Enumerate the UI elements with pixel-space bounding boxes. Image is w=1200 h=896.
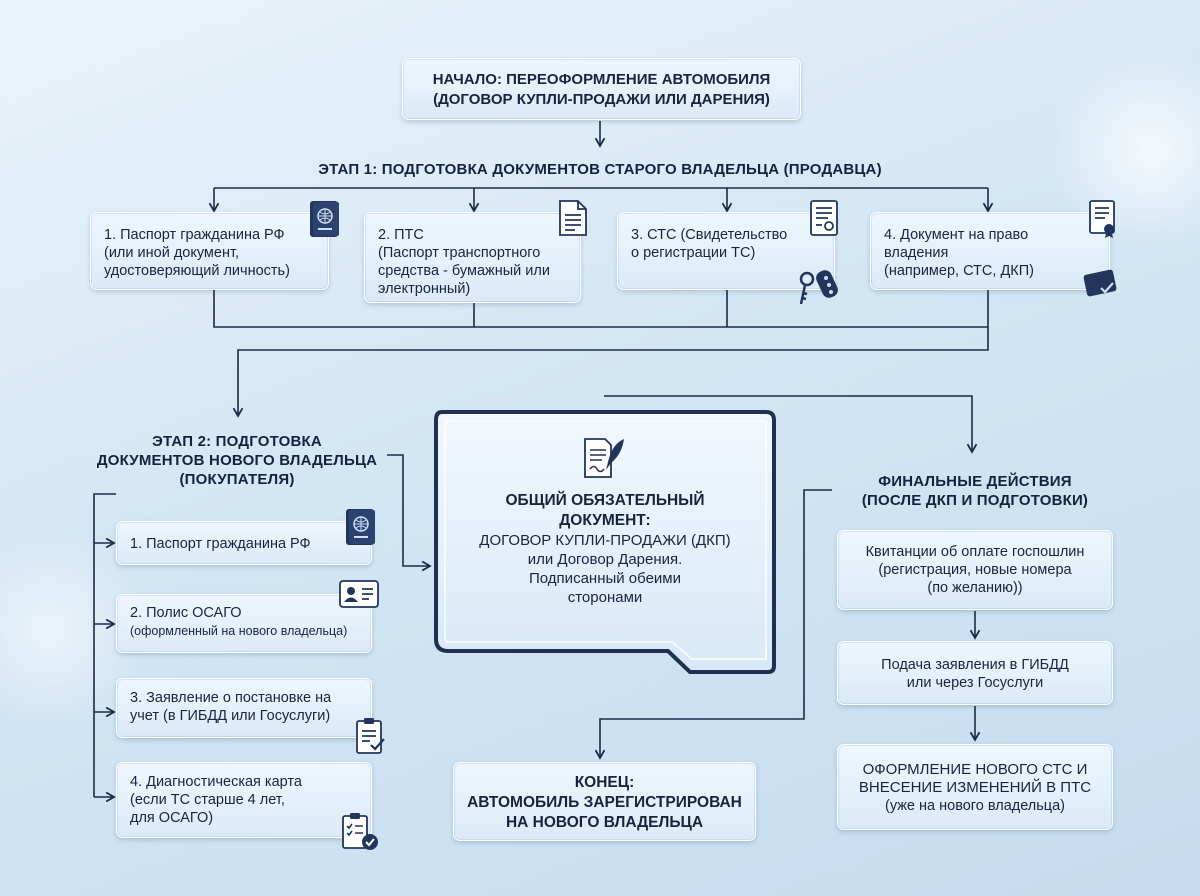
stage1-item-4: 4. Документ на право владения (например,…	[870, 212, 1110, 290]
end-box: КОНЕЦ: АВТОМОБИЛЬ ЗАРЕГИСТРИРОВАН НА НОВ…	[453, 762, 756, 841]
final-step-2-line: Подача заявления в ГИБДД	[881, 657, 1069, 673]
end-line: НА НОВОГО ВЛАДЕЛЬЦА	[505, 814, 704, 831]
document-icon	[559, 200, 587, 236]
diploma-icon	[1089, 200, 1115, 238]
stage2-item-1-line1: 1. Паспорт гражданина РФ	[130, 536, 311, 552]
final-title: ФИНАЛЬНЫЕ ДЕЙСТВИЯ (ПОСЛЕ ДКП И ПОДГОТОВ…	[830, 472, 1120, 510]
id-card-icon	[1083, 269, 1117, 297]
id-card-icon	[339, 580, 379, 608]
connector-common-final	[604, 395, 978, 454]
final-step-1-line: (регистрация, новые номера	[878, 562, 1072, 578]
connector-stage1-out	[232, 327, 989, 418]
connector-final-end	[594, 489, 832, 760]
final-step-1: Квитанции об оплате госпошлин (регистрац…	[837, 530, 1113, 610]
stage2-item-4-line1: 4. Диагностическая карта	[130, 774, 302, 790]
final-step-3-line: (уже на нового владельца)	[884, 798, 1066, 814]
stage1-item-4-line: владения	[884, 245, 949, 261]
connector-stage1-join	[213, 290, 989, 328]
stage2-item-4-line2: (если ТС старше 4 лет,	[130, 792, 285, 808]
final-title-line: (ПОСЛЕ ДКП И ПОДГОТОВКИ)	[861, 492, 1089, 509]
stage2-item-3-line2: учет (в ГИБДД или Госуслуги)	[130, 708, 331, 724]
common-document-frame	[434, 410, 776, 674]
contract-quill-icon	[584, 438, 624, 478]
start-title-line1: НАЧАЛО: ПЕРЕОФОРМЛЕНИЕ АВТОМОБИЛЯ	[432, 71, 771, 88]
stage1-item-2-line: средства - бумажный или	[378, 263, 550, 279]
final-step-1-line: (по желанию))	[927, 580, 1023, 596]
stage2-title: ЭТАП 2: ПОДГОТОВКА ДОКУМЕНТОВ НОВОГО ВЛА…	[78, 432, 396, 489]
common-body-line: ДОГОВОР КУПЛИ-ПРОДАЖИ (ДКП)	[479, 532, 731, 549]
start-title-line2: (ДОГОВОР КУПЛИ-ПРОДАЖИ ИЛИ ДАРЕНИЯ)	[433, 91, 770, 108]
passport-icon	[346, 509, 375, 545]
checklist-icon	[342, 813, 378, 850]
final-step-1-line: Квитанции об оплате госпошлин	[865, 544, 1085, 560]
certificate-icon	[810, 200, 838, 236]
stage1-item-1: 1. Паспорт гражданина РФ (или иной докум…	[90, 212, 329, 290]
stage2-item-3-line1: 3. Заявление о постановке на	[130, 690, 332, 706]
clipboard-icon	[356, 718, 385, 754]
final-title-line: ФИНАЛЬНЫЕ ДЕЙСТВИЯ	[878, 473, 1072, 490]
stage2-title-line: (ПОКУПАТЕЛЯ)	[179, 471, 295, 488]
connector-stage2-common	[387, 454, 432, 572]
stage2-item-3: 3. Заявление о постановке на учет (в ГИБ…	[116, 678, 372, 738]
start-box: НАЧАЛО: ПЕРЕОФОРМЛЕНИЕ АВТОМОБИЛЯ (ДОГОВ…	[402, 58, 801, 120]
final-step-2: Подача заявления в ГИБДД или через Госус…	[837, 641, 1113, 705]
common-title-line: ОБЩИЙ ОБЯЗАТЕЛЬНЫЙ	[505, 492, 705, 509]
stage2-title-line: ДОКУМЕНТОВ НОВОГО ВЛАДЕЛЬЦА	[96, 452, 378, 469]
stage2-item-4-line3: для ОСАГО)	[130, 810, 214, 826]
stage1-item-3-line: о регистрации ТС)	[631, 245, 756, 261]
stage1-item-4-line: 4. Документ на право	[884, 227, 1029, 243]
stage2-item-2-line2: (оформленный на нового владельца)	[130, 624, 348, 638]
end-line: КОНЕЦ:	[574, 774, 635, 791]
stage2-item-4: 4. Диагностическая карта (если ТС старше…	[116, 762, 372, 838]
stage2-item-2: 2. Полис ОСАГО (оформленный на нового вл…	[116, 594, 372, 653]
stage2-title-line: ЭТАП 2: ПОДГОТОВКА	[152, 433, 322, 450]
stage1-title: ЭТАП 1: ПОДГОТОВКА ДОКУМЕНТОВ СТАРОГО ВЛ…	[318, 161, 882, 178]
stage1-item-4-line: (например, СТС, ДКП)	[884, 263, 1034, 279]
stage1-item-1-line: удостоверяющий личность)	[104, 263, 290, 279]
stage1-item-1-line: (или иной документ,	[104, 245, 240, 261]
common-title-line: ДОКУМЕНТ:	[559, 512, 651, 529]
passport-icon	[310, 201, 339, 237]
final-step-2-line: или через Госуслуги	[906, 675, 1044, 691]
stage2-item-1: 1. Паспорт гражданина РФ	[116, 521, 372, 565]
stage1-item-3-line: 3. СТС (Свидетельство	[631, 227, 788, 243]
end-line: АВТОМОБИЛЬ ЗАРЕГИСТРИРОВАН	[467, 794, 742, 811]
common-document-text: ОБЩИЙ ОБЯЗАТЕЛЬНЫЙ ДОКУМЕНТ: ДОГОВОР КУП…	[446, 491, 764, 607]
car-keys-icon	[799, 270, 838, 305]
stage1-item-2: 2. ПТС (Паспорт транспортного средства -…	[364, 212, 581, 303]
stage1-item-2-line: электронный)	[378, 281, 471, 297]
final-step-3-line: ОФОРМЛЕНИЕ НОВОГО СТС И	[862, 761, 1088, 778]
connector-stage2-bracket	[93, 493, 116, 797]
stage1-item-1-line: 1. Паспорт гражданина РФ	[104, 227, 285, 243]
stage1-item-2-line: (Паспорт транспортного	[378, 245, 541, 261]
common-body-line: или Договор Дарения.	[527, 551, 683, 568]
common-body-line: Подписанный обеими	[529, 570, 681, 587]
stage1-item-3: 3. СТС (Свидетельство о регистрации ТС)	[617, 212, 835, 290]
final-step-3-line: ВНЕСЕНИЕ ИЗМЕНЕНИЙ В ПТС	[858, 779, 1092, 796]
final-step-3: ОФОРМЛЕНИЕ НОВОГО СТС И ВНЕСЕНИЕ ИЗМЕНЕН…	[837, 744, 1113, 830]
common-body-line: сторонами	[567, 589, 643, 606]
stage2-item-2-line1: 2. Полис ОСАГО	[130, 605, 242, 621]
stage1-item-2-line: 2. ПТС	[378, 227, 424, 243]
